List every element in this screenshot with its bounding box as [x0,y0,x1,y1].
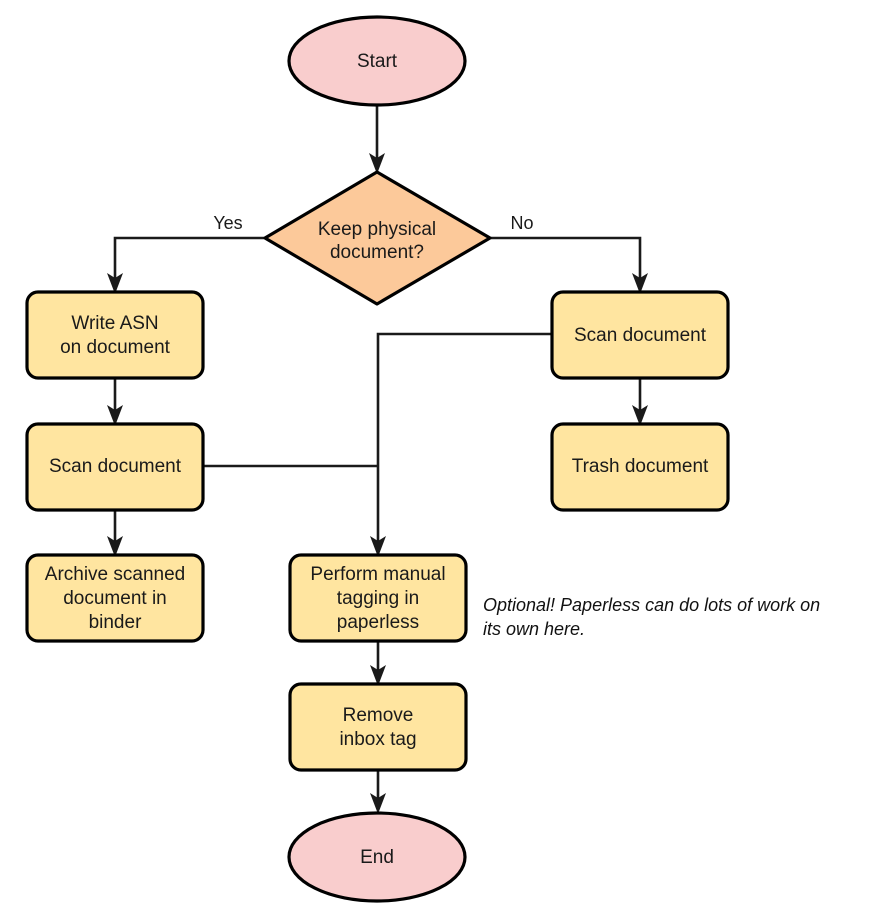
archive-label-line-1: Archive scanned [45,564,185,585]
node-trash-document[interactable]: Trash document [550,422,730,512]
decision-diamond-shape[interactable] [263,170,492,306]
end-label: End [360,847,394,868]
edge-scan-right-to-manual-tag [370,332,552,557]
trash-document-label: Trash document [572,456,709,477]
manual-tagging-label-line-2: tagging in [337,588,419,609]
scan-document-right-label: Scan document [574,325,707,346]
edge-scan-left-to-archive [107,510,123,557]
trash-document-box-shape[interactable] [550,422,730,512]
annotation-optional-note: Optional! Paperless can do lots of work … [483,595,820,639]
node-write-asn[interactable]: Write ASN on document [25,290,205,380]
node-perform-manual-tagging[interactable]: Perform manual tagging in paperless [288,553,468,643]
scan-document-right-box-shape[interactable] [550,290,730,380]
start-label: Start [357,51,398,72]
edge-label-no: No [510,213,533,233]
edge-remove-inbox-to-end [370,770,386,814]
node-end[interactable]: End [287,811,467,903]
node-archive-scanned-document[interactable]: Archive scanned document in binder [25,553,205,643]
archive-label-line-2: document in [63,588,167,609]
node-decision-keep-physical-document[interactable]: Keep physical document? [263,170,492,306]
node-scan-document-right[interactable]: Scan document [550,290,730,380]
decision-label-line-1: Keep physical [318,219,436,240]
edge-write-asn-to-scan-left [107,378,123,426]
manual-tagging-label-line-1: Perform manual [310,564,445,585]
connector-layer [107,105,648,814]
edge-scan-right-to-trash [632,378,648,426]
start-ellipse-shape[interactable] [287,15,467,107]
manual-tagging-box-shape[interactable] [288,553,468,643]
archive-box-shape[interactable] [25,553,205,643]
node-start[interactable]: Start [287,15,467,107]
edge-decision-to-scan-right [474,230,648,294]
write-asn-box-shape[interactable] [25,290,205,380]
manual-tagging-label-line-3: paperless [337,612,419,633]
scan-document-left-box-shape[interactable] [25,422,205,512]
archive-label-line-3: binder [89,612,142,633]
remove-inbox-tag-box-shape[interactable] [288,682,468,772]
edge-start-to-decision [369,105,385,174]
scan-document-left-label: Scan document [49,456,182,477]
annotation-line-2: its own here. [483,619,585,639]
remove-inbox-tag-label-line-1: Remove [343,705,414,726]
write-asn-label-line-2: on document [60,337,171,358]
end-ellipse-shape[interactable] [287,811,467,903]
annotation-line-1: Optional! Paperless can do lots of work … [483,595,820,615]
write-asn-label-line-1: Write ASN [71,313,158,334]
remove-inbox-tag-label-line-2: inbox tag [339,729,416,750]
node-remove-inbox-tag[interactable]: Remove inbox tag [288,682,468,772]
edge-manual-tag-to-remove-inbox [370,641,386,686]
edge-label-yes: Yes [213,213,242,233]
edge-decision-to-write-asn [107,230,281,294]
node-scan-document-left[interactable]: Scan document [25,422,205,512]
decision-label-line-2: document? [330,242,424,263]
